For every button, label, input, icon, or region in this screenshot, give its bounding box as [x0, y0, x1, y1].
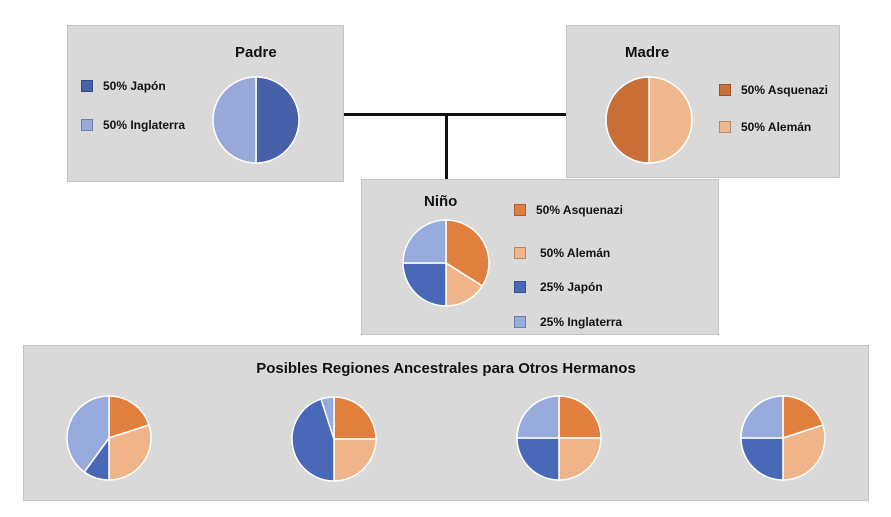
legend-label: 50% Alemán	[741, 120, 812, 134]
legend-swatch	[514, 204, 526, 216]
legend-swatch	[719, 121, 731, 133]
madre-title: Madre	[625, 44, 670, 61]
pie-slice-alemán	[648, 76, 693, 164]
madre-panel: Madre 50% Asquenazi 50% Alemán	[566, 25, 840, 178]
pie-slice-inglaterra	[740, 395, 784, 439]
pie-slice-asquenazi	[558, 395, 602, 439]
nino-legend-item-aleman: 50% Alemán	[514, 246, 610, 260]
nino-title: Niño	[424, 193, 458, 210]
nino-pie-chart	[402, 219, 490, 307]
hermano-pie-chart-3	[516, 395, 602, 481]
nino-legend-item-inglaterra: 25% Inglaterra	[514, 315, 622, 329]
legend-label: 50% Alemán	[540, 246, 611, 260]
legend-label: 50% Asquenazi	[536, 203, 623, 217]
nino-legend-item-asquenazi: 50% Asquenazi	[514, 203, 623, 217]
hermano-pie-chart-4	[740, 395, 826, 481]
pie-slice-asquenazi	[605, 76, 650, 164]
padre-legend-item-japon: 50% Japón	[81, 79, 166, 93]
hermano-pie-chart-2	[291, 396, 377, 482]
pie-slice-japón	[740, 437, 784, 481]
legend-swatch	[719, 84, 731, 96]
pie-slice-japón	[255, 76, 300, 164]
connector-horizontal-right	[447, 113, 566, 116]
padre-pie-chart	[212, 76, 300, 164]
hermanos-panel: Posibles Regiones Ancestrales para Otros…	[23, 345, 869, 501]
pie-slice-inglaterra	[66, 395, 110, 474]
legend-swatch	[514, 316, 526, 328]
pie-slice-alemán	[558, 437, 602, 481]
pie-slice-japón	[516, 437, 560, 481]
pie-slice-alemán	[108, 424, 152, 481]
pie-slice-inglaterra	[320, 396, 335, 440]
pie-slice-asquenazi	[333, 396, 377, 440]
pie-slice-alemán	[333, 438, 377, 482]
legend-swatch	[81, 119, 93, 131]
padre-panel: Padre 50% Japón 50% Inglaterra	[67, 25, 344, 182]
pie-slice-inglaterra	[516, 395, 560, 439]
legend-label: 25% Japón	[540, 280, 603, 294]
legend-label: 50% Asquenazi	[741, 83, 828, 97]
pie-slice-japón	[291, 398, 335, 482]
legend-swatch	[81, 80, 93, 92]
legend-swatch	[514, 247, 526, 259]
legend-label: 25% Inglaterra	[540, 315, 623, 329]
legend-swatch	[514, 281, 526, 293]
legend-label: 50% Inglaterra	[103, 118, 186, 132]
connector-horizontal-left	[344, 113, 447, 116]
hermano-pie-chart-1	[66, 395, 152, 481]
madre-pie-chart	[605, 76, 693, 164]
pie-slice-alemán	[782, 424, 826, 481]
nino-legend-item-japon: 25% Japón	[514, 280, 603, 294]
padre-title: Padre	[235, 44, 277, 61]
pie-slice-inglaterra	[402, 219, 447, 264]
madre-legend-item-aleman: 50% Alemán	[719, 120, 811, 134]
legend-label: 50% Japón	[103, 79, 166, 93]
nino-panel: Niño 50% Asquenazi 50% Alemán 25% Japón …	[361, 179, 719, 335]
padre-legend-item-inglaterra: 50% Inglaterra	[81, 118, 185, 132]
pie-slice-japón	[402, 262, 447, 307]
hermanos-title: Posibles Regiones Ancestrales para Otros…	[256, 360, 636, 377]
connector-vertical	[445, 115, 448, 179]
pie-slice-inglaterra	[212, 76, 257, 164]
madre-legend-item-asquenazi: 50% Asquenazi	[719, 83, 828, 97]
